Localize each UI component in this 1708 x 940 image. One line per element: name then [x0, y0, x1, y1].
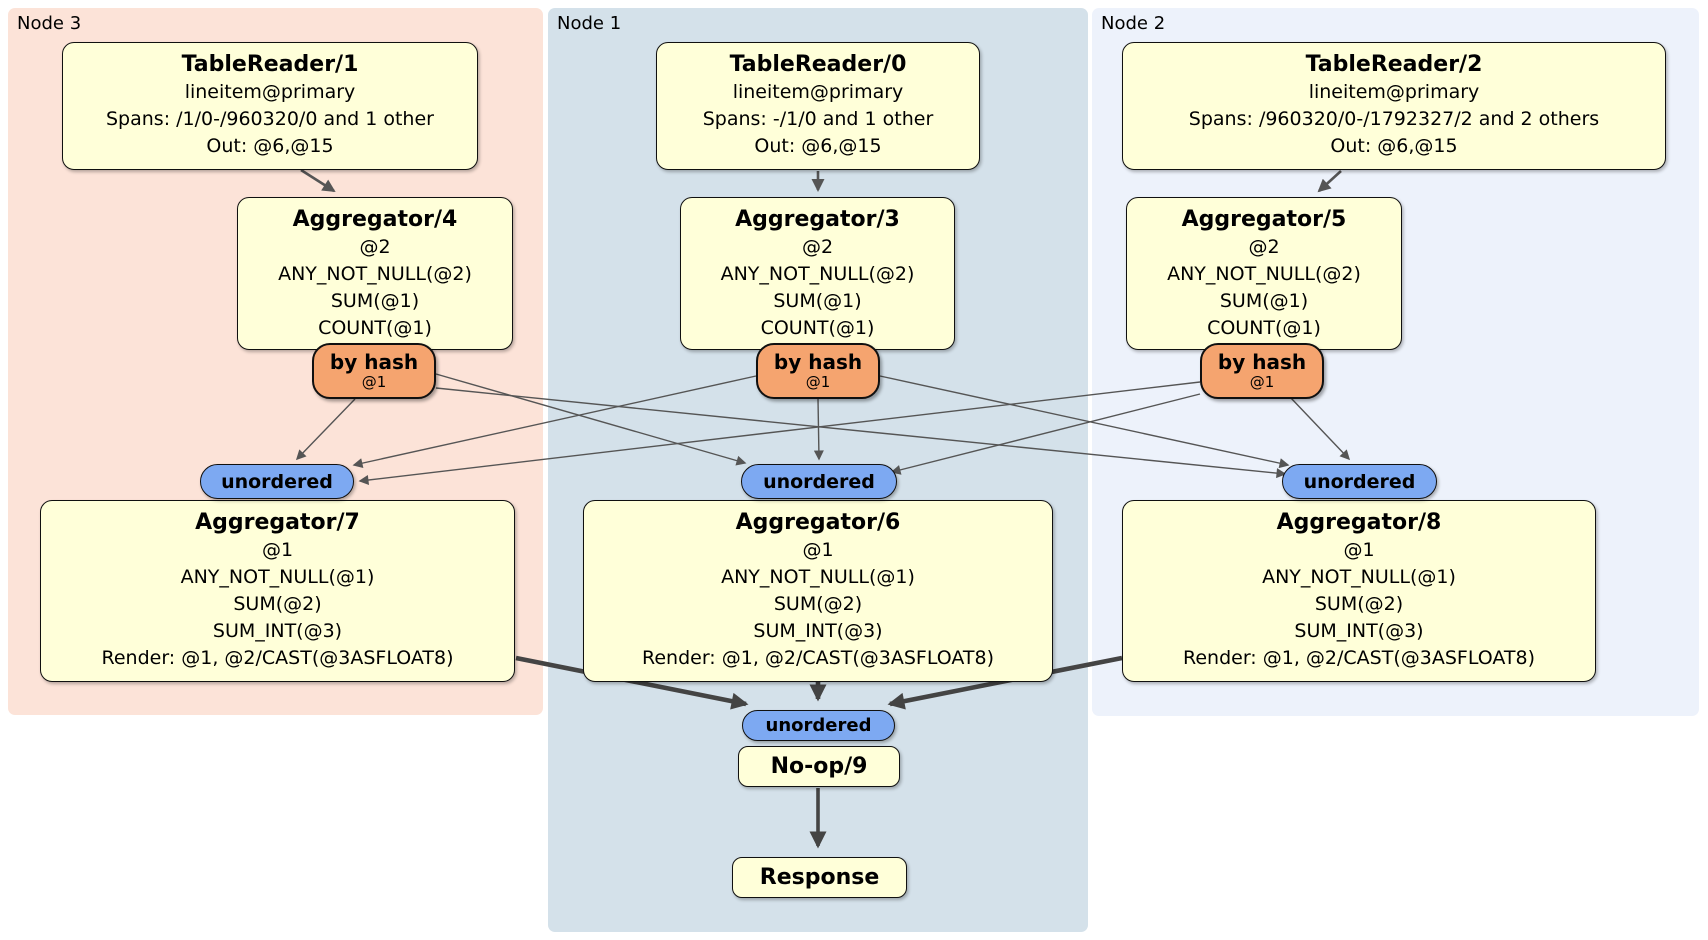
processor-title: Aggregator/7	[195, 510, 360, 535]
response-node: Response	[732, 857, 907, 898]
processor-noop-9: No-op/9	[738, 746, 900, 787]
processor-title: TableReader/1	[181, 52, 359, 77]
processor-aggregator-5: Aggregator/5 @2 ANY_NOT_NULL(@2) SUM(@1)…	[1126, 197, 1402, 350]
processor-title: Aggregator/4	[292, 207, 458, 232]
processor-aggregator-7: Aggregator/7 @1 ANY_NOT_NULL(@1) SUM(@2)…	[40, 500, 515, 682]
processor-title: TableReader/2	[1305, 52, 1483, 77]
sync-unordered-middle: unordered	[741, 464, 897, 499]
processor-tablereader-1: TableReader/1 lineitem@primary Spans: /1…	[62, 42, 478, 170]
processor-tablereader-2: TableReader/2 lineitem@primary Spans: /9…	[1122, 42, 1666, 170]
processor-title: Aggregator/6	[735, 510, 901, 535]
panel-node-3-label: Node 3	[17, 13, 82, 34]
router-by-hash-left: by hash @1	[312, 343, 436, 399]
processor-aggregator-4: Aggregator/4 @2 ANY_NOT_NULL(@2) SUM(@1)…	[237, 197, 513, 350]
processor-aggregator-3: Aggregator/3 @2 ANY_NOT_NULL(@2) SUM(@1)…	[680, 197, 955, 350]
router-by-hash-right: by hash @1	[1200, 343, 1324, 399]
panel-node-1-label: Node 1	[557, 13, 622, 34]
processor-aggregator-8: Aggregator/8 @1 ANY_NOT_NULL(@1) SUM(@2)…	[1122, 500, 1596, 682]
panel-node-2-label: Node 2	[1101, 13, 1166, 34]
processor-title: Aggregator/5	[1181, 207, 1347, 232]
processor-title: Aggregator/3	[735, 207, 900, 232]
processor-aggregator-6: Aggregator/6 @1 ANY_NOT_NULL(@1) SUM(@2)…	[583, 500, 1053, 682]
sync-unordered-left: unordered	[200, 464, 354, 499]
sync-unordered-right: unordered	[1282, 464, 1437, 499]
processor-title: Aggregator/8	[1276, 510, 1442, 535]
processor-title: TableReader/0	[729, 52, 907, 77]
processor-tablereader-0: TableReader/0 lineitem@primary Spans: -/…	[656, 42, 980, 170]
sync-unordered-final: unordered	[742, 710, 895, 741]
router-by-hash-middle: by hash @1	[756, 343, 880, 399]
